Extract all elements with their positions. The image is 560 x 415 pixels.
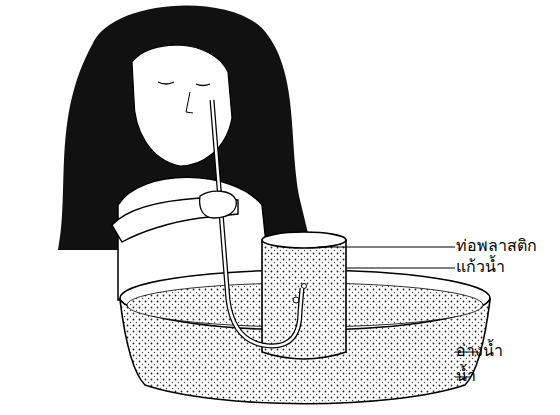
hair	[58, 5, 312, 250]
plastic-tube	[212, 100, 302, 346]
part-label: อ่างน้ำ	[456, 341, 503, 361]
bubble	[293, 297, 299, 303]
leader-line	[346, 268, 455, 269]
plastic-tube	[212, 100, 302, 346]
eye	[158, 82, 174, 84]
part-label: น้ำ	[456, 366, 476, 386]
nose	[186, 92, 193, 113]
leader-line	[318, 247, 455, 248]
eye	[196, 84, 210, 86]
hand	[200, 191, 237, 218]
glass	[262, 240, 346, 359]
part-label: แก้วน้ำ	[456, 257, 505, 277]
bubble	[302, 284, 307, 289]
part-label: ท่อพลาสติก	[456, 236, 537, 256]
glass-mouth	[262, 232, 346, 248]
